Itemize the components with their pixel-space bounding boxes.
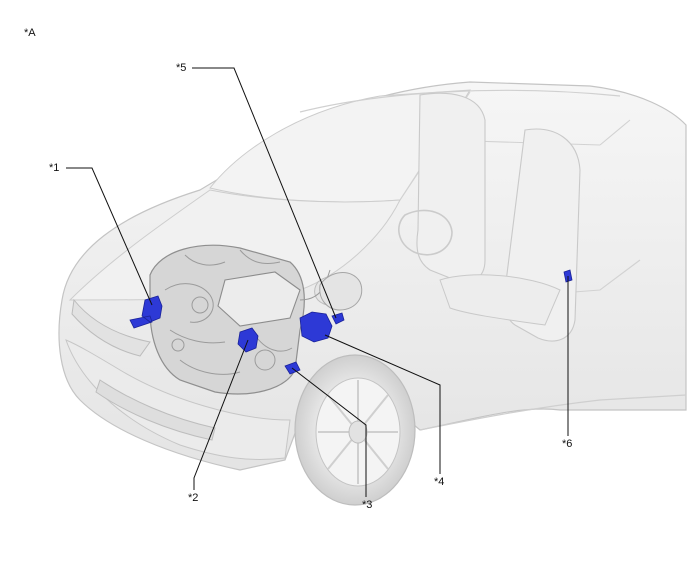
windshield <box>209 89 471 203</box>
leader-line-4 <box>324 334 441 474</box>
callout-label-4: *4 <box>434 476 445 488</box>
brake-booster <box>319 272 363 311</box>
wheel-hub <box>348 420 368 444</box>
seat-cushion <box>439 274 561 326</box>
leader-lines <box>66 67 569 497</box>
callout-label-5: *5 <box>176 62 187 74</box>
engine-assembly <box>149 244 363 395</box>
front-seat <box>416 92 486 283</box>
engine-cover <box>217 271 301 327</box>
leader-line-2 <box>193 339 249 490</box>
component-4 <box>299 311 333 343</box>
steering-wheel <box>397 209 453 256</box>
headlight <box>71 298 151 357</box>
highlighted-components <box>129 269 573 375</box>
front-bumper <box>65 339 291 460</box>
callout-label-3: *3 <box>362 499 373 511</box>
front-wheel <box>294 354 416 506</box>
engine-detail <box>164 249 331 375</box>
callout-label-6: *6 <box>562 438 573 450</box>
grille <box>95 379 216 441</box>
leader-line-1 <box>66 167 153 306</box>
roof-line <box>299 89 621 113</box>
component-1 <box>129 295 163 329</box>
leader-line-5 <box>192 67 337 319</box>
view-label: *A <box>24 27 36 39</box>
callout-label-2: *2 <box>188 492 199 504</box>
leader-line-3 <box>291 367 367 497</box>
callout-label-1: *1 <box>49 162 60 174</box>
